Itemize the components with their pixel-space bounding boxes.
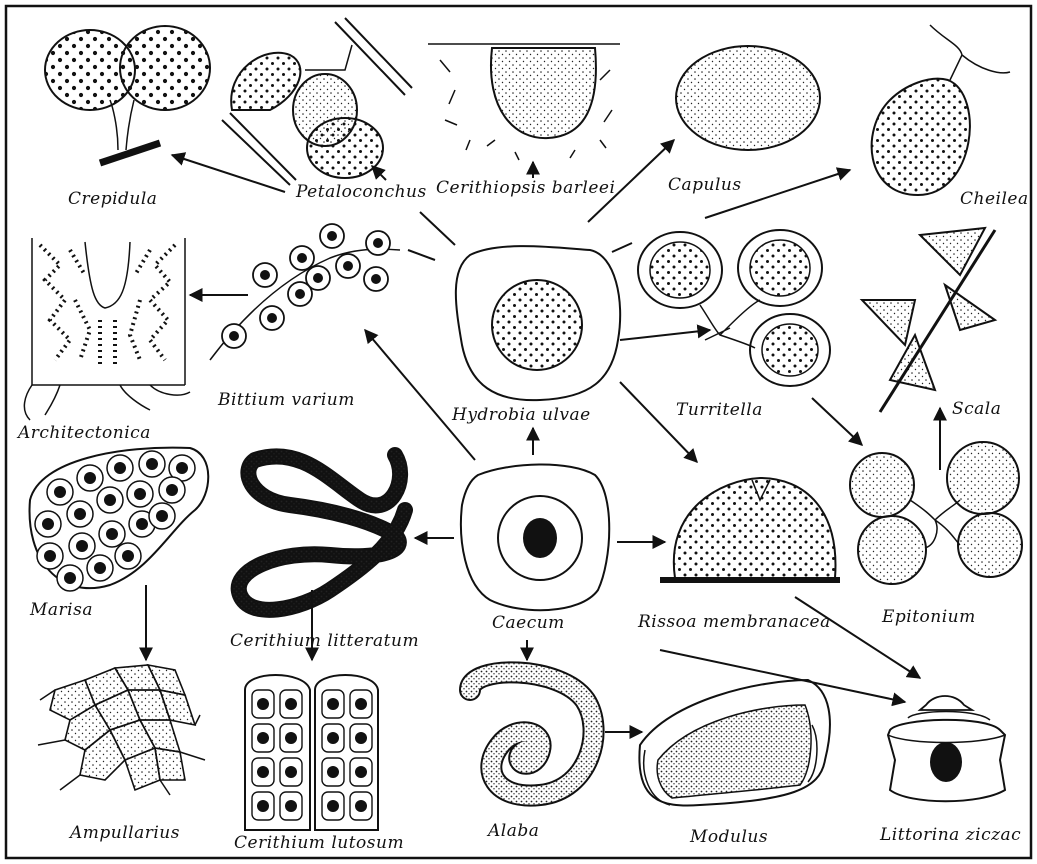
label-crepidula: Crepidula	[68, 189, 157, 209]
label-petaloconchus: Petaloconchus	[295, 182, 427, 202]
rissoa-capsule	[660, 478, 840, 580]
modulus-capsule	[639, 680, 830, 806]
label-littorina-ziczac: Littorina ziczac	[879, 825, 1021, 845]
label-scala: Scala	[952, 399, 1001, 419]
hydrobia-capsule	[456, 246, 620, 400]
architectonica-capsule	[24, 238, 190, 420]
label-modulus: Modulus	[689, 827, 768, 847]
crepidula-capsules	[45, 26, 210, 163]
petaloconchus-capsules	[222, 18, 412, 185]
label-cerithium-litteratum: Cerithium litteratum	[230, 631, 419, 651]
cheilea-capsule	[872, 25, 1010, 195]
label-epitonium: Epitonium	[881, 607, 976, 627]
label-cheilea: Cheilea	[960, 189, 1029, 209]
caecum-capsule	[461, 464, 609, 610]
scala-capsules	[862, 228, 995, 412]
marisa-capsules	[30, 448, 209, 591]
cerithium-litteratum-ribbon	[239, 455, 405, 610]
label-capulus: Capulus	[668, 175, 742, 195]
ampullarius-capsules	[50, 665, 195, 790]
cerithiopsis-capsule	[428, 44, 620, 160]
label-hydrobia-ulvae: Hydrobia ulvae	[451, 405, 591, 425]
label-caecum: Caecum	[492, 613, 565, 633]
label-ampullarius: Ampullarius	[68, 823, 180, 843]
label-alaba: Alaba	[486, 821, 539, 841]
label-rissoa-membranacea: Rissoa membranacea	[637, 612, 831, 632]
bittium-capsules	[210, 224, 400, 360]
capulus-capsule	[676, 46, 820, 150]
label-bittium-varium: Bittium varium	[217, 390, 355, 410]
label-turritella: Turritella	[676, 400, 763, 420]
epitonium-capsules	[850, 442, 1022, 584]
label-cerithiopsis-barleei: Cerithiopsis barleei	[436, 178, 615, 198]
label-cerithium-lutosum: Cerithium lutosum	[234, 833, 404, 853]
label-architectonica: Architectonica	[16, 423, 151, 443]
cerithium-lutosum-capsules	[245, 675, 378, 830]
alaba-capsule	[470, 672, 594, 795]
littorina-capsule	[888, 696, 1005, 801]
label-marisa: Marisa	[29, 600, 93, 620]
turritella-capsules	[638, 230, 830, 386]
